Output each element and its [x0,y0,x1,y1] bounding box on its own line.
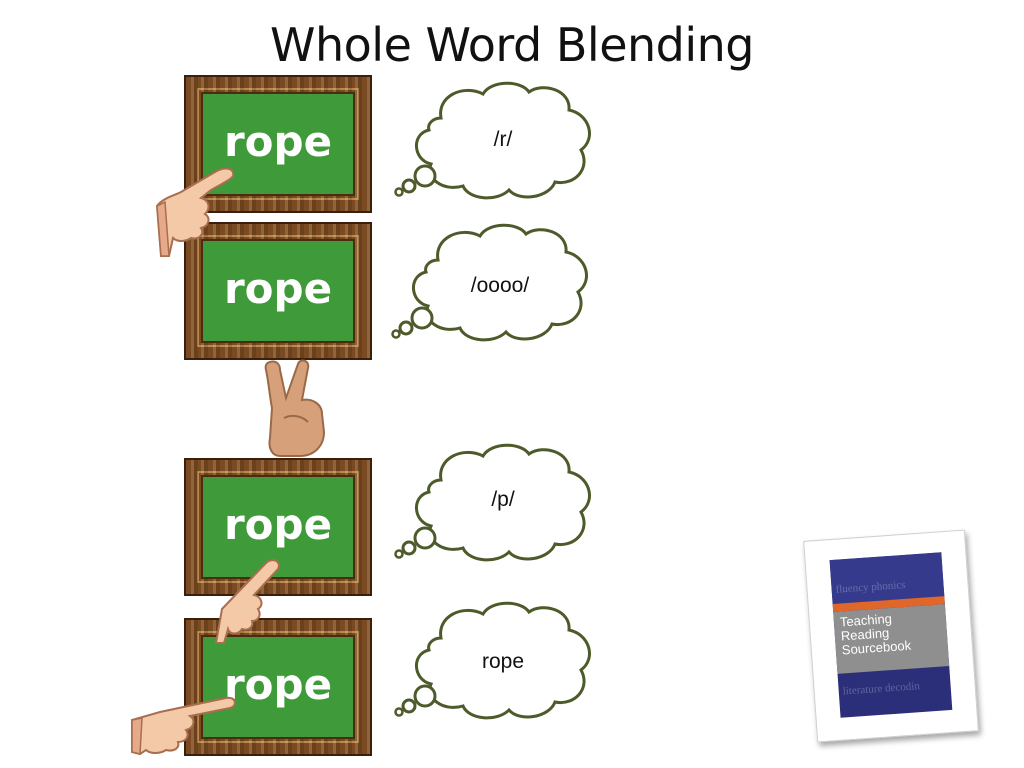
book-cover-image: fluency phonics Teaching Reading Sourceb… [803,529,979,743]
slide-title: Whole Word Blending [270,18,754,72]
board-word: rope [223,500,333,550]
pointing-hand-icon [214,559,280,644]
two-fingers-hand-icon [264,359,326,457]
thought-text: /r/ [493,128,513,151]
thought-cloud-icon [391,223,588,342]
thought-text: rope [481,650,525,673]
chalkboard-1: rope [186,77,370,211]
thought-cloud-icon [394,601,591,720]
chalkboard-2: rope [186,224,370,358]
thought-cloud-icon [394,443,591,562]
book-cover: fluency phonics Teaching Reading Sourceb… [829,552,953,718]
book-background-words: literature decodin [842,680,921,698]
thought-text: /p/ [491,488,515,511]
thought-text: /oooo/ [470,274,530,297]
chalkboard-3: rope [186,460,370,594]
pointing-hand-icon [155,167,235,257]
thought-cloud-1: /r/ [393,78,593,218]
thought-cloud-3: /p/ [393,440,593,580]
pointing-hand-icon [131,696,236,756]
book-title: Teaching Reading Sourcebook [839,610,912,658]
board-word: rope [223,117,333,167]
board-word: rope [223,660,333,710]
thought-cloud-2: /oooo/ [390,220,590,360]
thought-cloud-icon [394,81,591,200]
board-word: rope [223,264,333,314]
thought-cloud-4: rope [393,598,593,738]
